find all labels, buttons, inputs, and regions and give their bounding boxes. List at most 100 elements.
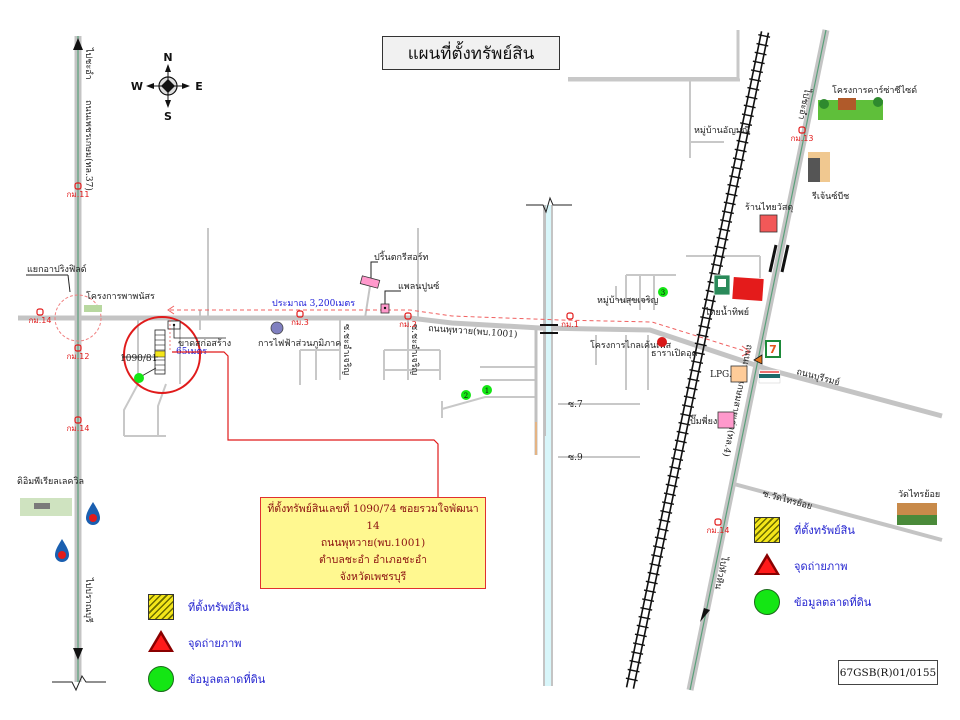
legend-photo-label: จุดถ่ายภาพ <box>794 560 848 573</box>
rail-tie <box>660 510 673 514</box>
central-canal <box>526 196 572 686</box>
lane-label: ขาดสก่อสร้าง <box>178 338 231 349</box>
market-point-1-label: 1 <box>485 387 489 395</box>
legend-item-property: ที่ตั้งทรัพย์สิน <box>148 593 265 621</box>
km-marker-icon <box>74 344 82 352</box>
page-title: แผนที่ตั้งทรัพย์สิน <box>382 36 560 70</box>
rail-tie <box>716 236 729 241</box>
rail-tie <box>662 501 675 506</box>
lpg-marker <box>730 365 748 383</box>
rail-tie <box>638 615 651 620</box>
compass-e: E <box>195 80 203 93</box>
bang-label: ปั๊มพี่ยง <box>690 414 717 427</box>
rail-tie <box>712 254 725 259</box>
soi-b-label: ซ.ชะอำเจริญ <box>409 324 420 376</box>
seven-eleven-logo <box>765 340 781 358</box>
rail-tie <box>714 245 727 250</box>
km-marker: กม.12 <box>67 344 90 361</box>
rail-tie <box>685 386 698 391</box>
rail-tie <box>741 113 754 118</box>
rail-tie <box>692 351 705 356</box>
rail-tie <box>740 122 753 126</box>
village-east-label: หมู่บ้านสุขเจริญ <box>597 295 659 306</box>
km-marker: กม.3 <box>291 310 309 327</box>
km-marker: กม.11 <box>67 182 89 199</box>
green-circle-icon <box>754 589 780 615</box>
market-point-site <box>134 373 144 383</box>
bang-marker <box>717 411 735 429</box>
thai-watsadu-marker <box>759 214 778 233</box>
intersection-label: แยกอาปริงฟิลด์ <box>27 263 87 275</box>
rail-tie <box>703 298 716 303</box>
photo-point <box>753 354 763 365</box>
resort-west-label: ดิอิมพีเรียลเลควิล <box>17 476 84 487</box>
rail-tie <box>745 95 758 100</box>
rail-tie <box>640 607 653 611</box>
market-point-3 <box>658 287 668 297</box>
rail-tie <box>754 51 767 56</box>
rail-tie <box>696 333 709 338</box>
rail-tie <box>681 404 695 409</box>
rail-tie <box>721 210 734 215</box>
legend-left: ที่ตั้งทรัพย์สิน จุดถ่ายภาพ ข้อมูลตลาดที… <box>148 593 265 701</box>
legend-item-property: ที่ตั้งทรัพย์สิน <box>754 516 871 544</box>
rail-tie <box>725 192 738 197</box>
rail-tie <box>636 624 649 629</box>
legend-market-label: ข้อมูลตลาดที่ดิน <box>794 596 872 609</box>
rail-tie <box>734 148 747 153</box>
nurse-icon <box>657 337 667 347</box>
rail-tie <box>691 360 704 364</box>
rail-tie <box>634 633 647 638</box>
rail-tie <box>647 571 660 576</box>
seven-eleven-glyph: 7 <box>769 343 777 356</box>
rail-tie <box>683 395 696 400</box>
green-circle-icon <box>148 666 174 692</box>
rail-tie <box>656 527 669 532</box>
soi-7-label: ซ.7 <box>568 400 583 410</box>
rail-tie <box>678 421 691 426</box>
rail-tie <box>658 518 671 523</box>
pruksa-marker <box>359 275 381 289</box>
legend-item-photo: จุดถ่ายภาพ <box>754 552 871 580</box>
rail-tie <box>736 139 749 144</box>
km-marker-label: กม.12 <box>67 352 90 361</box>
km-marker-label: กม.14 <box>707 526 730 535</box>
rail-tie <box>642 598 655 602</box>
km-marker: กม.13 <box>791 126 813 143</box>
thai-nam-thip-label: ไทยน้ำทิพย์ <box>704 305 749 318</box>
rail-tie <box>743 104 756 109</box>
km-marker: กม.2 <box>399 312 417 329</box>
distance-note: ประมาณ 3,200เมตร <box>272 299 355 309</box>
km-marker-label: กม.1 <box>561 320 579 329</box>
hatched-square-icon <box>148 594 174 620</box>
legend-market-label: ข้อมูลตลาดที่ดิน <box>188 673 266 686</box>
km-marker-icon <box>296 310 304 318</box>
rail-tie <box>687 377 700 382</box>
legend-item-market: ข้อมูลตลาดที่ดิน <box>148 665 265 693</box>
rail-tie <box>633 642 646 647</box>
rail-tie <box>680 413 693 417</box>
legend-item-photo: จุดถ่ายภาพ <box>148 629 265 657</box>
market-point-1 <box>482 385 492 395</box>
compass-s: S <box>164 110 172 123</box>
arrow-down-icon <box>700 608 710 622</box>
compass-w: W <box>131 80 143 93</box>
intersection-circle <box>54 294 102 342</box>
pruksa-label: ปริ้นตกรีสอร์ท <box>374 250 429 263</box>
route-dashed-line <box>170 309 749 353</box>
km-marker-label: กม.3 <box>291 318 309 327</box>
legend-right: ที่ตั้งทรัพย์สิน จุดถ่ายภาพ ข้อมูลตลาดที… <box>754 516 871 624</box>
west-highway <box>52 36 106 692</box>
break-mark <box>52 674 106 692</box>
project-ne-label: โครงการคาร์ซ่าซีไซด์ <box>832 84 917 96</box>
rail-tie <box>720 219 733 223</box>
rail-tie <box>747 86 760 91</box>
project-west-image <box>84 305 102 312</box>
info-leader-line <box>172 351 439 497</box>
km-marker: กม.1 <box>561 312 579 329</box>
km-marker: กม.14 <box>67 416 89 433</box>
pea-logo <box>270 321 284 335</box>
rail-tie <box>645 580 658 585</box>
km-marker-icon <box>566 312 574 320</box>
